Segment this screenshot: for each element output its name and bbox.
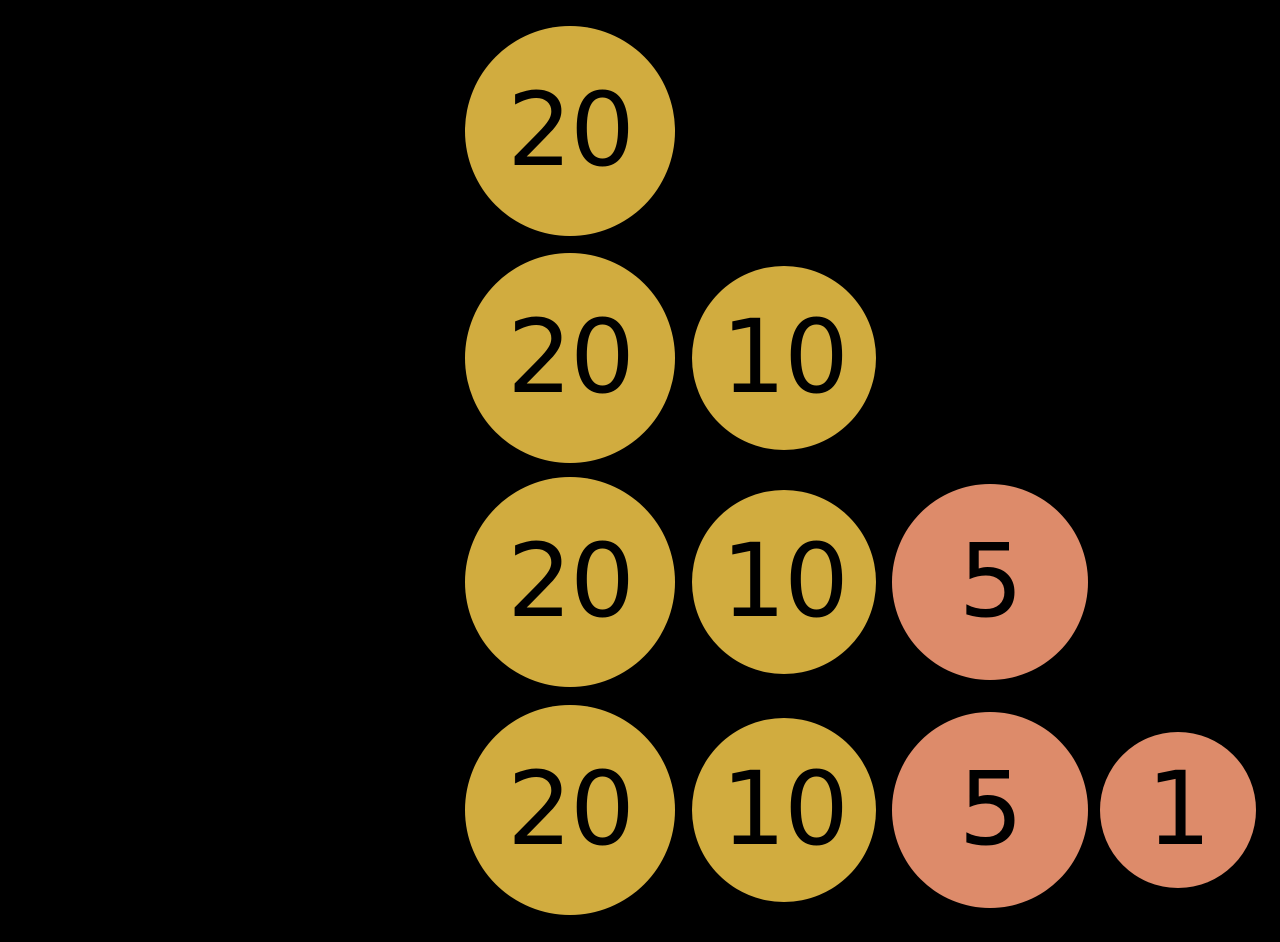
coin-value-label: 5 xyxy=(958,522,1024,641)
coin-10-row-3: 10 xyxy=(692,490,876,674)
coin-value-label: 20 xyxy=(507,71,635,190)
coin-value-label: 20 xyxy=(507,522,635,641)
coin-value-label: 5 xyxy=(958,750,1024,869)
coin-value-label: 20 xyxy=(507,298,635,417)
coin-5-row-3: 5 xyxy=(892,484,1088,680)
coin-value-label: 20 xyxy=(507,750,635,869)
coin-value-label: 10 xyxy=(721,522,849,641)
coin-value-label: 10 xyxy=(721,750,849,869)
coin-value-label: 1 xyxy=(1146,750,1212,869)
coin-20-row-3: 20 xyxy=(465,477,675,687)
coin-5-row-4: 5 xyxy=(892,712,1088,908)
coin-20-row-2: 20 xyxy=(465,253,675,463)
coin-1-row-4: 1 xyxy=(1100,732,1256,888)
coin-20-row-4: 20 xyxy=(465,705,675,915)
coin-10-row-2: 10 xyxy=(692,266,876,450)
coin-value-label: 10 xyxy=(721,298,849,417)
coin-20-row-1: 20 xyxy=(465,26,675,236)
coin-10-row-4: 10 xyxy=(692,718,876,902)
